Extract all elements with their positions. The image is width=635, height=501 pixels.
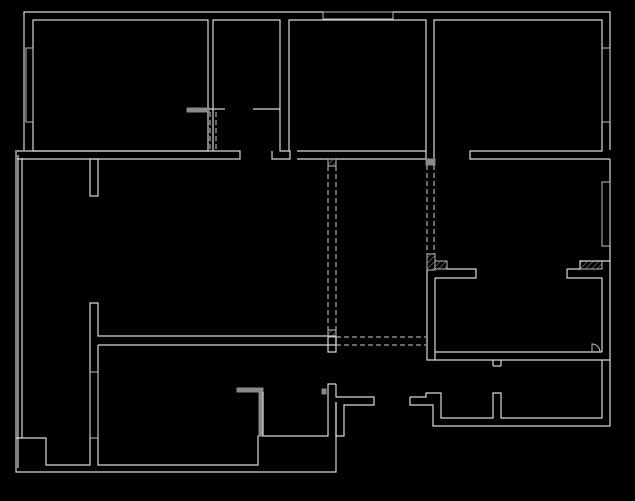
left-window-bottom: [89, 371, 99, 439]
top-right-room: [433, 19, 611, 160]
top-center-room: [288, 19, 427, 160]
right-window-middle: [601, 181, 611, 247]
bottom-right-balcony: [409, 360, 611, 427]
outer-walls: [15, 11, 611, 473]
large-left-room: [89, 158, 337, 440]
bottom-left-room: [16, 345, 375, 466]
top-window: [322, 11, 394, 20]
top-left-room: [17, 19, 241, 160]
right-window-top: [601, 47, 611, 123]
center-corridor: [327, 158, 436, 353]
top-small-room: [186, 19, 291, 160]
left-window: [25, 47, 34, 123]
right-middle-room: [426, 159, 611, 361]
corner-door-arc: [591, 343, 601, 353]
